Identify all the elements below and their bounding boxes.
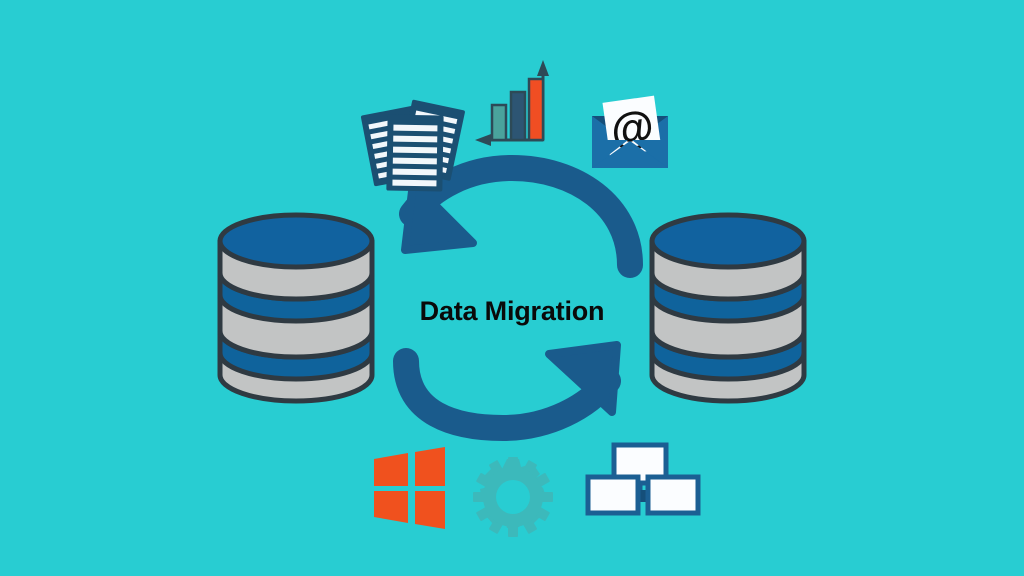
bar-chart-icon xyxy=(475,60,549,146)
migration-arrow-right xyxy=(393,341,621,442)
email-icon: @ xyxy=(592,95,668,168)
page-title: Data Migration xyxy=(419,296,605,326)
sitemap-icon xyxy=(585,442,701,516)
bar-1 xyxy=(490,103,508,142)
documents-icon xyxy=(360,99,465,192)
bar-2 xyxy=(509,90,527,142)
bar-3 xyxy=(527,77,545,142)
gear-icon xyxy=(473,457,553,537)
sitemap-node-right xyxy=(645,474,701,516)
windows-logo-icon xyxy=(374,447,445,529)
sitemap-node-left xyxy=(585,474,641,516)
